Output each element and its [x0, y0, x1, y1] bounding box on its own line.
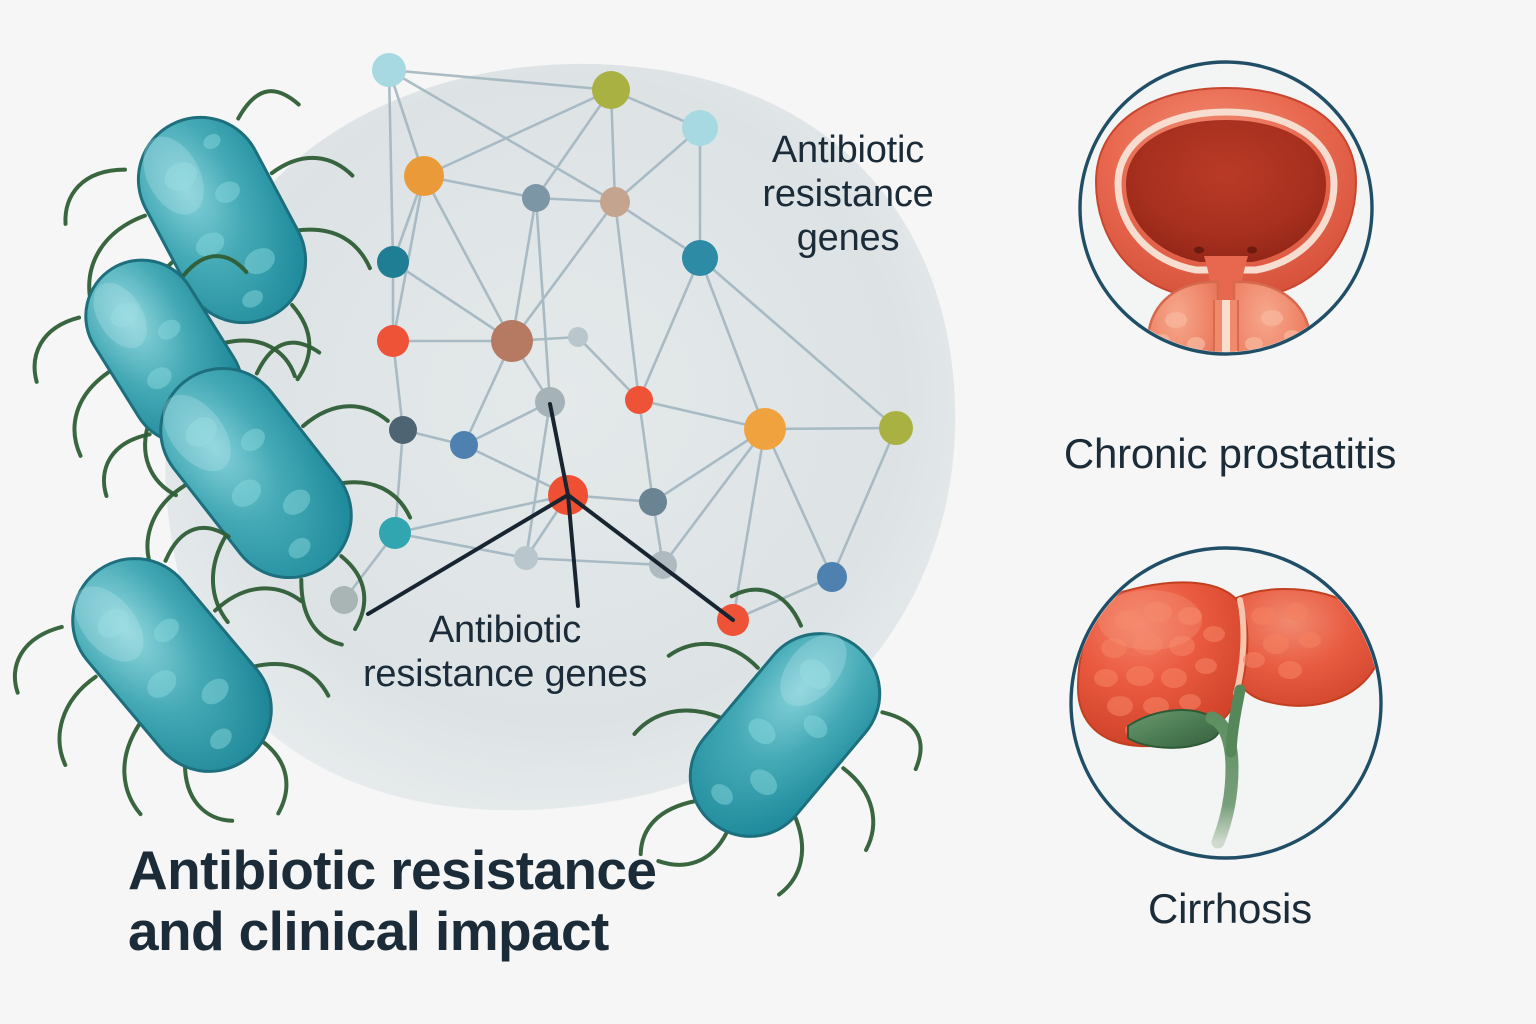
network-node-red-orange — [377, 325, 409, 357]
network-edge — [387, 68, 613, 92]
network-edge — [393, 428, 405, 535]
network-edge — [510, 196, 538, 343]
network-edge — [393, 493, 570, 535]
network-edge — [613, 126, 702, 204]
network-node-gray — [330, 586, 358, 614]
network-edge — [637, 256, 702, 402]
leader-line — [566, 493, 735, 622]
network-node-slate — [522, 184, 550, 212]
inset-cirrhosis — [1069, 546, 1383, 860]
bacterium — [632, 587, 923, 897]
network-node-teal-dark — [377, 246, 409, 278]
network-edge — [731, 427, 767, 622]
leader-line — [548, 402, 570, 497]
bacteria-group — [12, 89, 413, 823]
network-edge — [422, 174, 514, 343]
network-node-light-cyan — [682, 110, 718, 146]
network-edge — [387, 68, 617, 204]
network-node-orange — [404, 156, 444, 196]
callout-antibiotic-resistance-genes-top: Antibiotic resistance genes — [762, 129, 934, 260]
network-node-teal-bright — [379, 517, 411, 549]
network-node-olive — [879, 411, 913, 445]
network-node-blue — [817, 562, 847, 592]
network-edge — [763, 427, 834, 579]
network-edge — [698, 256, 898, 430]
bacterium — [102, 340, 413, 647]
leader-line — [566, 493, 580, 608]
network-nodes — [330, 53, 913, 636]
network-edge — [651, 427, 767, 504]
network-edge — [510, 200, 617, 343]
background-blob — [165, 63, 956, 811]
network-node-tan — [600, 187, 630, 217]
leader-line — [366, 493, 570, 616]
liver-illustration — [1076, 581, 1379, 849]
network-edge — [698, 256, 767, 431]
network-node-slate — [639, 488, 667, 516]
network-node-olive — [592, 71, 630, 109]
network-node-dark-slate — [389, 416, 417, 444]
prostate-inset-ring — [1078, 60, 1374, 356]
network-edge — [524, 556, 665, 567]
callout-antibiotic-resistance-genes-bottom: Antibiotic resistance genes — [362, 609, 648, 696]
network-edge — [613, 200, 641, 402]
network-node-pale-gray — [568, 327, 588, 347]
page-title: Antibiotic resistance and clinical impac… — [128, 839, 657, 962]
network-edge — [763, 426, 898, 431]
caption-cirrhosis: Cirrhosis — [1148, 885, 1312, 932]
network-node-red-orange — [625, 386, 653, 414]
bacterium — [12, 526, 331, 823]
network-edge — [534, 88, 613, 200]
network-edge — [391, 260, 514, 343]
network-edge — [637, 398, 767, 431]
caption-chronic-prostatitis: Chronic prostatitis — [1063, 430, 1397, 477]
network-node-brown — [491, 320, 533, 362]
prostate-illustration — [1094, 86, 1358, 352]
network-edge — [576, 335, 641, 402]
liver-inset-ring — [1069, 546, 1383, 860]
network-edge — [462, 400, 552, 447]
callout-leader-lines — [366, 402, 735, 622]
network-node-teal — [682, 240, 718, 276]
network-node-pale-gray — [514, 546, 538, 570]
network-edge — [661, 427, 767, 567]
network-edge — [393, 531, 528, 560]
network-node-blue — [450, 431, 478, 459]
network-node-orange — [744, 408, 786, 450]
network-edge — [830, 426, 898, 579]
bacterium — [63, 89, 372, 393]
network-edge — [387, 68, 395, 264]
network-edge — [422, 88, 613, 178]
network-node-light-cyan — [372, 53, 406, 87]
network-edge — [637, 398, 655, 504]
inset-prostatitis — [1078, 60, 1374, 356]
